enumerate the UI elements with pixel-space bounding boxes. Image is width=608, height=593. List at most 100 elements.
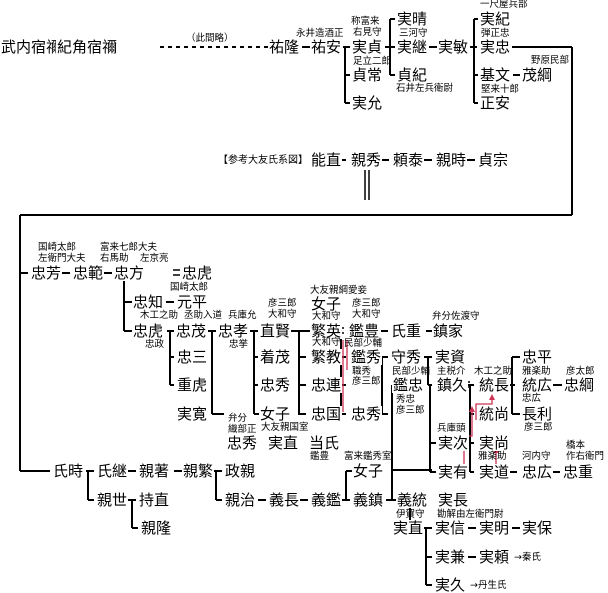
side-note: 勘解由左衛門尉 [437, 509, 504, 520]
node: 茂綱 [521, 66, 554, 84]
node: 忠虎 [132, 322, 165, 340]
node: 親時 [435, 151, 468, 169]
node: 実明 [478, 519, 511, 537]
omission-note: （此間略） [186, 33, 234, 44]
node: 守秀 [390, 348, 423, 366]
node: 実允 [351, 94, 384, 112]
node: 親繁 [182, 462, 215, 480]
side-note: 国崎太郎 [170, 282, 209, 293]
side-note: 丞助入道 [184, 310, 223, 321]
side-note: 主税介 [437, 366, 466, 377]
node: 実忠 [479, 38, 512, 56]
side-note: 忠政 [145, 339, 165, 350]
node: 忠平 [521, 348, 554, 366]
diagram-title: 【参考大友氏系図】 [218, 155, 308, 166]
node: 忠広 [521, 463, 554, 481]
side-note: 伊賀守 [396, 509, 425, 520]
side-note: 雅楽助 [478, 451, 507, 462]
side-note: 秀忠 [396, 394, 416, 405]
node: 元平 [176, 293, 209, 311]
side-note: 大和守 [312, 337, 341, 348]
side-note: 弁分 [228, 413, 248, 424]
side-note: 一尺屋兵部 [480, 0, 528, 10]
adoption-link [475, 398, 493, 420]
node: 忠綱 [563, 376, 596, 394]
side-note: →秦氏 [514, 552, 541, 563]
node: 重虎 [176, 376, 209, 394]
node: 実晴 [396, 10, 429, 28]
side-note: 作右衛門 [566, 451, 605, 462]
side-note: 大友親綱愛妾 [310, 285, 368, 296]
node: 実久 [434, 576, 467, 593]
node: 鑑秀 [350, 348, 383, 366]
side-note: 三河守 [399, 28, 428, 39]
side-note: 木工之助 [140, 310, 179, 321]
node: 氏継 [96, 462, 129, 480]
side-note: 河内守 [522, 451, 551, 462]
node: 頼泰 [392, 151, 425, 169]
node: 実紀 [479, 10, 512, 28]
node: 親治 [224, 491, 257, 509]
side-note: 富来七郎大夫 [100, 242, 158, 253]
node: 忠知 [132, 293, 165, 311]
node: 忠秀 [259, 376, 292, 394]
node: 義長 [268, 491, 301, 509]
node: 紀角宿禰 [56, 38, 119, 56]
node: 祐隆 [268, 38, 301, 56]
side-note: 雅楽助 [522, 366, 551, 377]
side-note: 兵庫頭 [437, 423, 466, 434]
side-note: 富来鑑秀室 [344, 451, 392, 462]
side-note: 国崎太郎 [38, 242, 77, 253]
node: 統広 [521, 376, 554, 394]
node: 義鎮 [352, 491, 385, 509]
node: 実長 [437, 491, 470, 509]
node: 実尚 [478, 434, 511, 452]
side-note: 弁分佐渡守 [432, 311, 480, 322]
side-note: 大友親国室 [261, 422, 309, 433]
node: 当氏 [308, 434, 341, 452]
node: 貞紀 [396, 66, 429, 84]
node: 貞常 [351, 66, 384, 84]
node: 鑑豊 [348, 322, 381, 340]
node: 忠秀 [350, 405, 383, 423]
node: 忠三 [176, 348, 209, 366]
node: 義鑑 [310, 491, 343, 509]
node: 統長 [478, 376, 511, 394]
side-note: 称富来 [351, 16, 380, 27]
node: 女子 [352, 462, 385, 480]
side-note: 忠挙 [229, 339, 249, 350]
node: 実敏 [437, 38, 470, 56]
side-note: 彦三郎 [396, 405, 425, 416]
side-note: 大和守 [352, 309, 381, 320]
node: 着茂 [259, 348, 292, 366]
node: 実兼 [434, 548, 467, 566]
side-note: 右馬助 [100, 253, 129, 264]
node: 実寛 [176, 405, 209, 423]
node: 忠芳 [30, 264, 63, 282]
node: 忠重 [562, 463, 595, 481]
node: 実道 [478, 463, 511, 481]
node: 忠連 [310, 376, 343, 394]
node: 忠秀 [226, 434, 259, 452]
arrow-head [469, 406, 475, 412]
node: 直賢 [259, 322, 292, 340]
side-note: 彦三郎 [352, 298, 381, 309]
side-note: 鑑豊 [310, 451, 330, 462]
side-note: 忠広 [522, 393, 542, 404]
node: 忠孝 [217, 322, 250, 340]
node: 実継 [396, 38, 429, 56]
side-note: 彦三郎 [268, 298, 297, 309]
node: 親著 [138, 462, 171, 480]
side-note: 左衛門大夫 [38, 253, 86, 264]
node: 女子 [259, 405, 292, 423]
node: 実次 [437, 434, 470, 452]
node: 親世 [96, 491, 129, 509]
node: 忠虎 [181, 264, 214, 282]
node: 実直 [392, 519, 425, 537]
side-note: 木工之助 [474, 366, 513, 377]
node: 氏重 [390, 322, 423, 340]
node: 氏時 [52, 462, 85, 480]
side-note: 兵庫允 [228, 310, 257, 321]
node: 能直 [310, 151, 343, 169]
